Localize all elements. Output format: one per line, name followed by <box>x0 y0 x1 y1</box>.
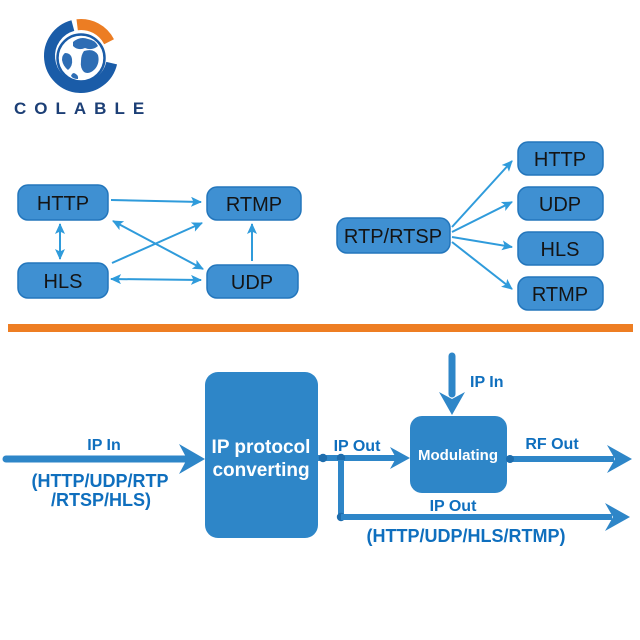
protocol-conversion-diagrams: HTTP RTMP HLS UDP RTP/RTSP HTTP UDP HLS … <box>17 141 604 311</box>
left-diagram-nodes: HTTP RTMP HLS UDP <box>17 184 302 299</box>
logo-orange-arc <box>76 19 114 45</box>
colable-logo <box>44 19 118 93</box>
node-rtmp-right-label: RTMP <box>532 284 588 306</box>
input-protocols-line1: (HTTP/UDP/RTP <box>32 471 169 491</box>
junction-dot-4 <box>506 455 514 463</box>
node-udp-left <box>206 264 299 299</box>
node-hls-left-label: HLS <box>44 271 83 293</box>
node-rtp-rtsp <box>336 217 451 254</box>
brand-name: COLABLE <box>14 99 153 118</box>
junction-dot-1 <box>318 453 328 463</box>
node-rtmp-left <box>206 186 302 221</box>
input-protocols-line2: /RTSP/HLS) <box>51 490 151 510</box>
node-hls-left <box>17 262 109 299</box>
secondary-out-arrowhead <box>605 503 630 531</box>
arrow-http-udp-diagonal <box>112 220 204 270</box>
ip-out-arrowhead <box>390 447 410 469</box>
globe-icon <box>56 33 106 83</box>
rf-out-arrowhead <box>607 445 632 473</box>
node-rtmp-left-label: RTMP <box>226 194 282 216</box>
modulator-ip-in-arrowhead <box>439 392 465 415</box>
arrow-hls-udp <box>110 274 202 285</box>
arrow-hls-to-rtmp-diagonal <box>111 222 203 264</box>
modulator-ip-in-label: IP In <box>470 374 504 391</box>
ip-out-label: IP Out <box>334 438 381 455</box>
node-http-left <box>17 184 109 221</box>
right-diagram-arrows <box>451 160 513 290</box>
section-divider <box>8 324 633 332</box>
secondary-ip-out-label: IP Out <box>430 498 477 515</box>
input-ip-in-label: IP In <box>87 437 121 454</box>
node-udp-right <box>517 186 604 221</box>
arrow-rtprtsp-to-hls <box>451 236 513 251</box>
node-http-right-label: HTTP <box>534 149 586 171</box>
logo-blue-ring <box>44 20 118 93</box>
rf-out-label: RF Out <box>525 436 579 453</box>
node-udp-left-label: UDP <box>231 272 273 294</box>
node-http-left-label: HTTP <box>37 193 89 215</box>
converter-label-line2: converting <box>212 460 309 481</box>
node-rtp-rtsp-label: RTP/RTSP <box>344 226 442 248</box>
modulator-box <box>410 416 507 493</box>
node-hls-right <box>517 231 604 266</box>
arrow-rtprtsp-to-http <box>451 160 513 228</box>
arrow-http-to-rtmp <box>110 196 202 207</box>
node-http-right <box>517 141 604 176</box>
input-arrowhead <box>179 444 205 474</box>
node-hls-right-label: HLS <box>541 239 580 261</box>
secondary-out-protocols: (HTTP/UDP/HLS/RTMP) <box>367 526 566 546</box>
node-rtmp-right <box>517 276 604 311</box>
arrow-rtprtsp-to-rtmp <box>451 241 513 290</box>
arrow-rtprtsp-to-udp <box>451 201 513 233</box>
converter-box <box>205 372 318 538</box>
left-diagram-arrows <box>55 196 257 285</box>
signal-flow-diagram: IP In (HTTP/UDP/RTP /RTSP/HLS) IP protoc… <box>2 352 632 546</box>
converter-label-line1: IP protocol <box>212 437 311 458</box>
right-diagram-nodes: RTP/RTSP HTTP UDP HLS RTMP <box>336 141 604 311</box>
node-udp-right-label: UDP <box>539 194 581 216</box>
modulator-label: Modulating <box>418 447 498 464</box>
